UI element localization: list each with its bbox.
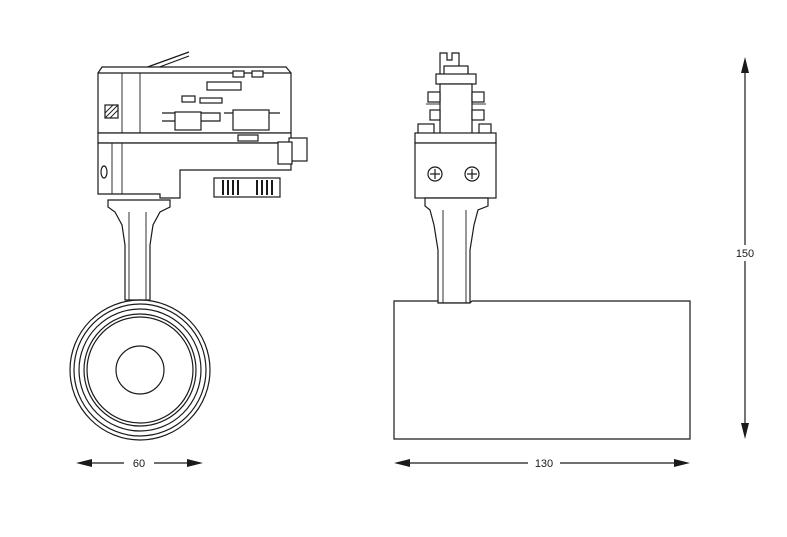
dimension-width-label: 60 xyxy=(133,458,145,470)
front-stem xyxy=(107,199,171,301)
side-lamp-body xyxy=(393,300,691,440)
dimension-height-label: 150 xyxy=(736,248,754,260)
dimension-length-label: 130 xyxy=(535,458,553,470)
side-view xyxy=(393,52,691,440)
dimension-height: 150 xyxy=(730,57,760,439)
front-view xyxy=(69,51,308,441)
front-adapter-housing xyxy=(97,51,292,134)
front-connector-ribs xyxy=(222,180,273,195)
side-stem xyxy=(424,197,489,304)
dimension-length: 130 xyxy=(394,458,690,470)
side-adapter-top xyxy=(417,52,492,135)
front-middle-block xyxy=(97,132,308,199)
front-lamp-head xyxy=(69,299,211,441)
side-screw-block xyxy=(414,132,497,199)
screw-right-icon xyxy=(464,166,480,182)
dimension-width: 60 xyxy=(76,458,203,470)
screw-left-icon xyxy=(427,166,443,182)
